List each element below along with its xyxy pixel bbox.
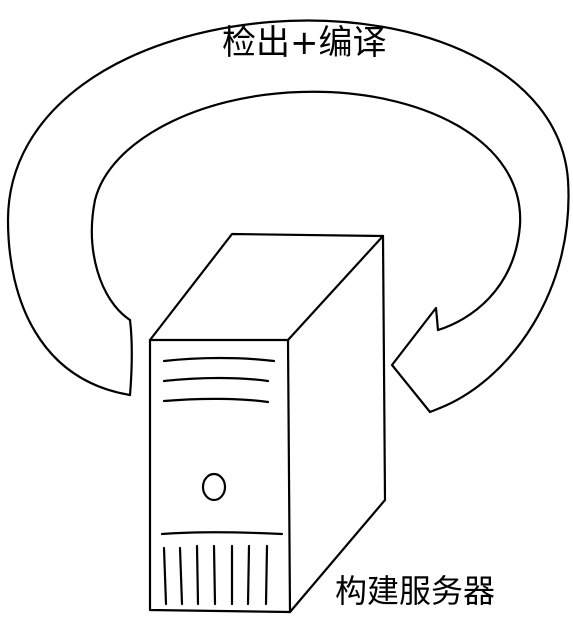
server-top-face bbox=[148, 232, 385, 342]
server-bay-line-1 bbox=[162, 356, 276, 363]
server-label: 构建服务器 bbox=[335, 572, 496, 610]
vent-slot-icon bbox=[212, 544, 217, 606]
loop-label: 检出+编译 bbox=[222, 23, 387, 63]
vent-slot-icon bbox=[246, 544, 251, 606]
vent-slot-icon bbox=[264, 544, 269, 606]
server-vent-top-line bbox=[160, 531, 284, 536]
vent-slot-icon bbox=[195, 544, 200, 606]
loop-arrow-inner-edge bbox=[90, 90, 522, 332]
server-side-face bbox=[288, 234, 387, 614]
loop-arrow-tail bbox=[128, 318, 133, 397]
server-tower bbox=[148, 232, 387, 614]
loop-arrow-head bbox=[390, 306, 442, 414]
server-bay-line-3 bbox=[162, 397, 270, 404]
power-button-icon bbox=[201, 472, 227, 502]
loop-arrow-outer-edge bbox=[6, 19, 570, 410]
loop-arrow bbox=[6, 19, 570, 414]
server-bay-line-2 bbox=[162, 376, 270, 383]
vent-slot-icon bbox=[178, 546, 184, 606]
vent-slot-icon bbox=[162, 546, 168, 606]
